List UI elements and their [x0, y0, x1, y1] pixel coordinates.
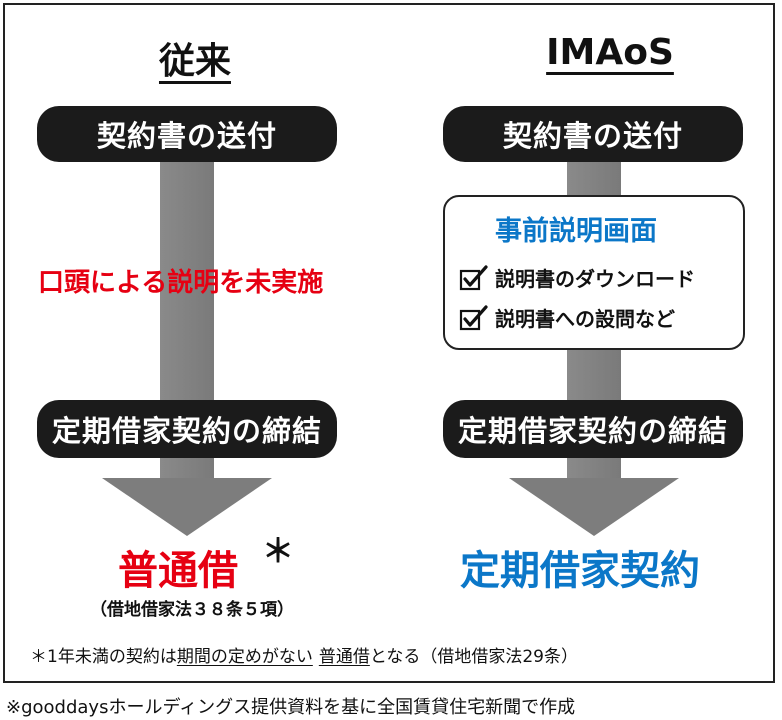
footnote: ＊1年未満の契約は期間の定めがない普通借となる（借地借家法29条）	[30, 642, 578, 667]
callout-item-questions-label: 説明書への設問など	[495, 307, 675, 331]
right-column-title: IMAoS	[546, 32, 674, 73]
left-step-send-contract: 契約書の送付	[37, 106, 337, 162]
pre-explanation-screen-title: 事前説明画面	[495, 216, 657, 247]
left-result-law-reference: （借地借家法３８条５項）	[90, 600, 294, 620]
left-column-title: 従来	[158, 41, 231, 82]
right-step-send-contract: 契約書の送付	[443, 106, 743, 162]
checkbox-check-icon	[459, 264, 488, 290]
left-step-conclude-contract: 定期借家契約の締結	[37, 400, 337, 458]
right-arrow-head	[509, 478, 679, 536]
callout-item-download-label: 説明書のダウンロード	[495, 267, 695, 291]
right-result-fixed-term-lease: 定期借家契約	[460, 548, 700, 594]
left-result-ordinary-lease: 普通借	[118, 548, 238, 594]
footnote-underlined-no-term: 期間の定めがない	[176, 647, 313, 667]
left-arrow-head	[102, 478, 272, 536]
footnote-part2: となる（借地借家法29条）	[369, 647, 578, 667]
source-credit: ※gooddaysホールディングス提供資料を基に全国賃貸住宅新聞で作成	[6, 697, 576, 718]
footnote-part1: ＊1年未満の契約は	[30, 647, 177, 667]
pre-explanation-screen-box: 事前説明画面 説明書のダウンロード 説明書への設問など	[443, 195, 745, 350]
left-no-oral-explanation-note: 口頭による説明を未実施	[38, 268, 324, 298]
left-result-asterisk: ＊	[262, 532, 295, 570]
right-step-conclude-contract: 定期借家契約の締結	[443, 400, 743, 458]
callout-item-questions: 説明書への設問など	[459, 303, 675, 332]
footnote-underlined-ordinary: 普通借	[318, 647, 370, 667]
checkbox-check-icon	[459, 304, 488, 330]
callout-item-download: 説明書のダウンロード	[459, 263, 695, 292]
